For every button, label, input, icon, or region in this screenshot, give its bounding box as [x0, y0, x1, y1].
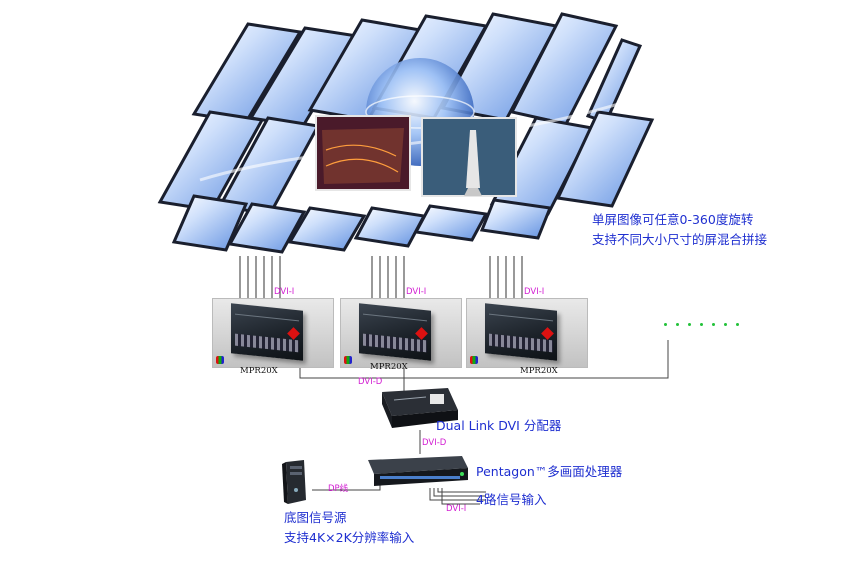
resolution-caption: 支持4K×2K分辨率输入	[284, 530, 415, 545]
dvi-i-label-2: DVI-I	[406, 287, 427, 297]
model-label-1: MPR20X	[240, 366, 278, 376]
screen-tile	[555, 110, 655, 208]
dvi-d-label-bottom: DVI-D	[422, 438, 447, 448]
dvi-i-label-bottom: DVI-I	[446, 504, 467, 514]
dvi-i-label-3: DVI-I	[524, 287, 545, 297]
dvi-i-label-1: DVI-I	[274, 287, 295, 297]
pentagon-processor-icon	[368, 456, 468, 486]
brand-mark-icon	[344, 356, 352, 364]
dvi-d-label-top: DVI-D	[358, 377, 383, 387]
brand-mark-icon	[216, 356, 224, 364]
mixed-caption: 支持不同大小尺寸的屏混合拼接	[592, 232, 768, 247]
base-source-caption: 底图信号源	[284, 510, 347, 525]
processor-caption: Pentagon™多画面处理器	[476, 464, 623, 479]
screen-tile	[287, 206, 367, 252]
screen-tile	[413, 204, 489, 242]
splitter-box-icon	[382, 388, 458, 428]
screen-tile	[171, 194, 249, 252]
brand-mark-icon	[470, 356, 478, 364]
mpr-device-1	[212, 298, 334, 368]
dp-label: DP线	[328, 484, 349, 494]
screen-tile	[479, 198, 553, 240]
screen-tile	[353, 206, 427, 248]
model-label-2: MPR20X	[370, 362, 408, 372]
model-label-3: MPR20X	[520, 366, 558, 376]
pc-tower-icon	[282, 460, 306, 504]
inputs-caption: 4路信号输入	[476, 492, 547, 507]
wall-screens	[157, 12, 655, 254]
mpr-device-2	[340, 298, 462, 368]
splitter-caption: Dual Link DVI 分配器	[436, 418, 562, 433]
screen-tile	[227, 202, 307, 254]
mpr-device-3	[466, 298, 588, 368]
rotate-caption: 单屏图像可任意0-360度旋转	[592, 212, 754, 227]
